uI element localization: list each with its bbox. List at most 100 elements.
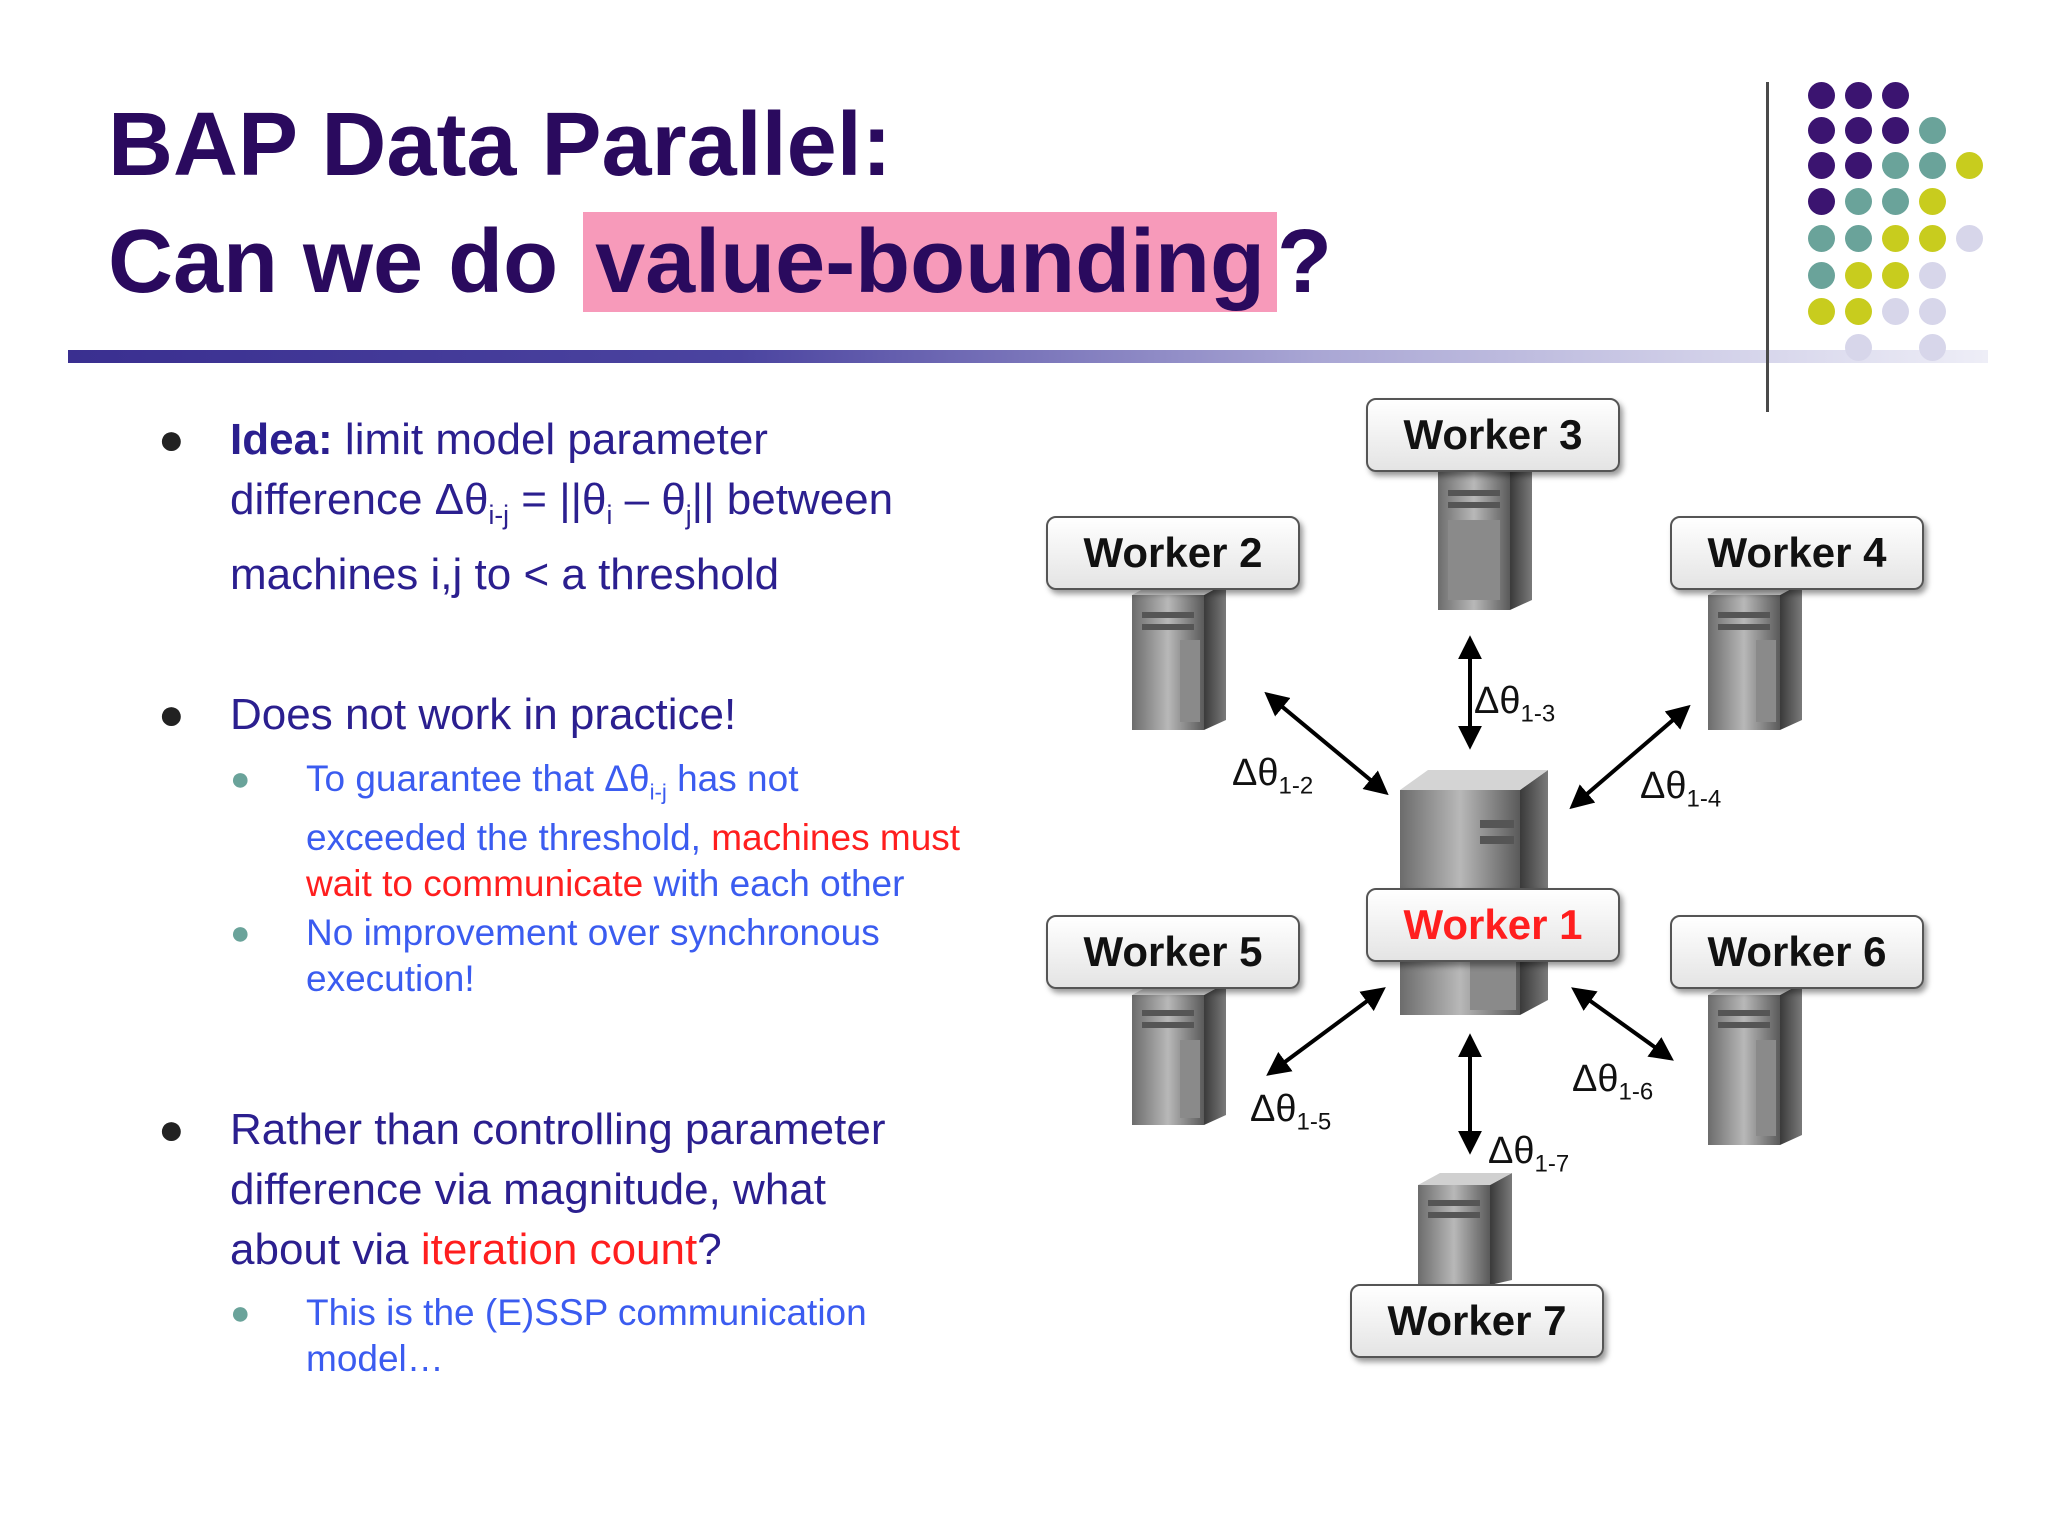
bullet-idea-line2: difference Δθi-j = ||θi – θj|| between [230, 470, 1030, 545]
delta-symbol: Δθ [1232, 752, 1279, 794]
dot [1808, 117, 1835, 144]
subscript: i-j [488, 499, 510, 530]
dot [1845, 82, 1872, 109]
worker-1-label: Worker 1 [1366, 888, 1620, 962]
dot [1919, 262, 1946, 289]
server-icon-worker-3 [1438, 458, 1532, 610]
subscript: i [606, 499, 613, 530]
emphasis-red: wait to communicate [306, 863, 644, 905]
sub-bullet-marker: ● [230, 914, 251, 952]
delta-symbol: Δθ [1488, 1130, 1535, 1172]
arrow-1-6 [1571, 987, 1674, 1061]
title-prefix: Can we do [108, 212, 584, 312]
bullet-idea-line1: Idea: limit model parameter [230, 410, 1030, 470]
dot [1845, 152, 1872, 179]
dot [1882, 188, 1909, 215]
delta-subscript: 1-3 [1520, 700, 1556, 728]
line: This is the (E)SSP communication [306, 1292, 867, 1333]
dot [1808, 188, 1835, 215]
delta-label-1-2: Δθ1-2 [1232, 752, 1313, 801]
server-icon-worker-7 [1418, 1173, 1512, 1285]
bullet-does-not-work: ● Does not work in practice! [158, 685, 1030, 745]
text: – θ [612, 475, 686, 524]
arrow-1-2 [1264, 691, 1389, 796]
dot [1882, 225, 1909, 252]
delta-symbol: Δθ [1250, 1088, 1297, 1130]
dot [1882, 117, 1909, 144]
worker-2-label: Worker 2 [1046, 516, 1300, 590]
dot [1845, 188, 1872, 215]
dot [1919, 225, 1946, 252]
dot [1808, 298, 1835, 325]
dot [1919, 117, 1946, 144]
bullet-marker: ● [158, 1105, 185, 1154]
line: execution! [306, 958, 475, 999]
dot [1956, 152, 1983, 179]
title-suffix: ? [1277, 212, 1332, 312]
worker-6-label: Worker 6 [1670, 915, 1924, 989]
bullet-idea-text: limit model parameter [332, 415, 768, 464]
dot [1845, 298, 1872, 325]
bullet-idea-label: Idea: [230, 415, 333, 464]
dot [1808, 225, 1835, 252]
dot [1882, 82, 1909, 109]
bullet-idea: ● Idea: limit model parameter difference… [158, 410, 1030, 605]
text: ? [697, 1225, 722, 1274]
text: To guarantee that Δθ [306, 758, 650, 799]
arrow-1-5 [1266, 987, 1386, 1076]
text: difference Δθ [230, 475, 489, 524]
line: To guarantee that Δθi-j has not [306, 756, 1026, 815]
sub-bullet-guarantee: ● To guarantee that Δθi-j has not exceed… [230, 756, 1026, 907]
server-icon-worker-5 [1132, 983, 1226, 1125]
line: model… [306, 1338, 444, 1379]
delta-subscript: 1-5 [1296, 1108, 1332, 1136]
arrow-1-4 [1569, 704, 1691, 810]
delta-label-1-6: Δθ1-6 [1572, 1058, 1653, 1107]
delta-subscript: 1-7 [1534, 1150, 1570, 1178]
worker-3-label: Worker 3 [1366, 398, 1620, 472]
dot [1845, 117, 1872, 144]
text: about via [230, 1225, 421, 1274]
text: || between [691, 475, 894, 524]
title-highlight: value-bounding [583, 212, 1278, 312]
bullet-text: Does not work in practice! [230, 690, 737, 739]
dot [1919, 152, 1946, 179]
delta-symbol: Δθ [1640, 765, 1687, 807]
text: exceeded the threshold, [306, 817, 712, 859]
dot [1808, 262, 1835, 289]
emphasis-red: machines must [711, 817, 961, 859]
delta-symbol: Δθ [1474, 680, 1521, 722]
delta-symbol: Δθ [1572, 1058, 1619, 1100]
line: about via iteration count? [230, 1220, 1030, 1280]
dot [1808, 82, 1835, 109]
dot [1808, 152, 1835, 179]
text: = ||θ [509, 475, 607, 524]
bullet-marker: ● [158, 690, 185, 739]
dot [1919, 298, 1946, 325]
worker-4-label: Worker 4 [1670, 516, 1924, 590]
delta-label-1-5: Δθ1-5 [1250, 1088, 1331, 1137]
dot [1845, 334, 1872, 361]
dot [1845, 225, 1872, 252]
text: has not [666, 758, 799, 799]
server-icon-worker-4 [1708, 583, 1802, 730]
subscript: j [685, 499, 692, 530]
bullet-idea-line3: machines i,j to < a threshold [230, 549, 780, 599]
title-underline [68, 350, 1988, 363]
text: with each other [643, 863, 905, 905]
delta-label-1-4: Δθ1-4 [1640, 765, 1721, 814]
line: No improvement over synchronous [306, 912, 880, 953]
line: Rather than controlling parameter [230, 1105, 886, 1154]
sub-bullet-essp: ● This is the (E)SSP communication model… [230, 1290, 1026, 1382]
line: exceeded the threshold, machines must [306, 815, 1026, 861]
dot [1845, 262, 1872, 289]
bullet-marker: ● [158, 415, 185, 464]
worker-7-label: Worker 7 [1350, 1284, 1604, 1358]
emphasis-red: iteration count [420, 1225, 698, 1274]
dot [1956, 225, 1983, 252]
dot [1882, 298, 1909, 325]
delta-subscript: 1-2 [1278, 772, 1314, 800]
sub-bullet-marker: ● [230, 1294, 251, 1332]
corner-divider [1766, 82, 1769, 412]
